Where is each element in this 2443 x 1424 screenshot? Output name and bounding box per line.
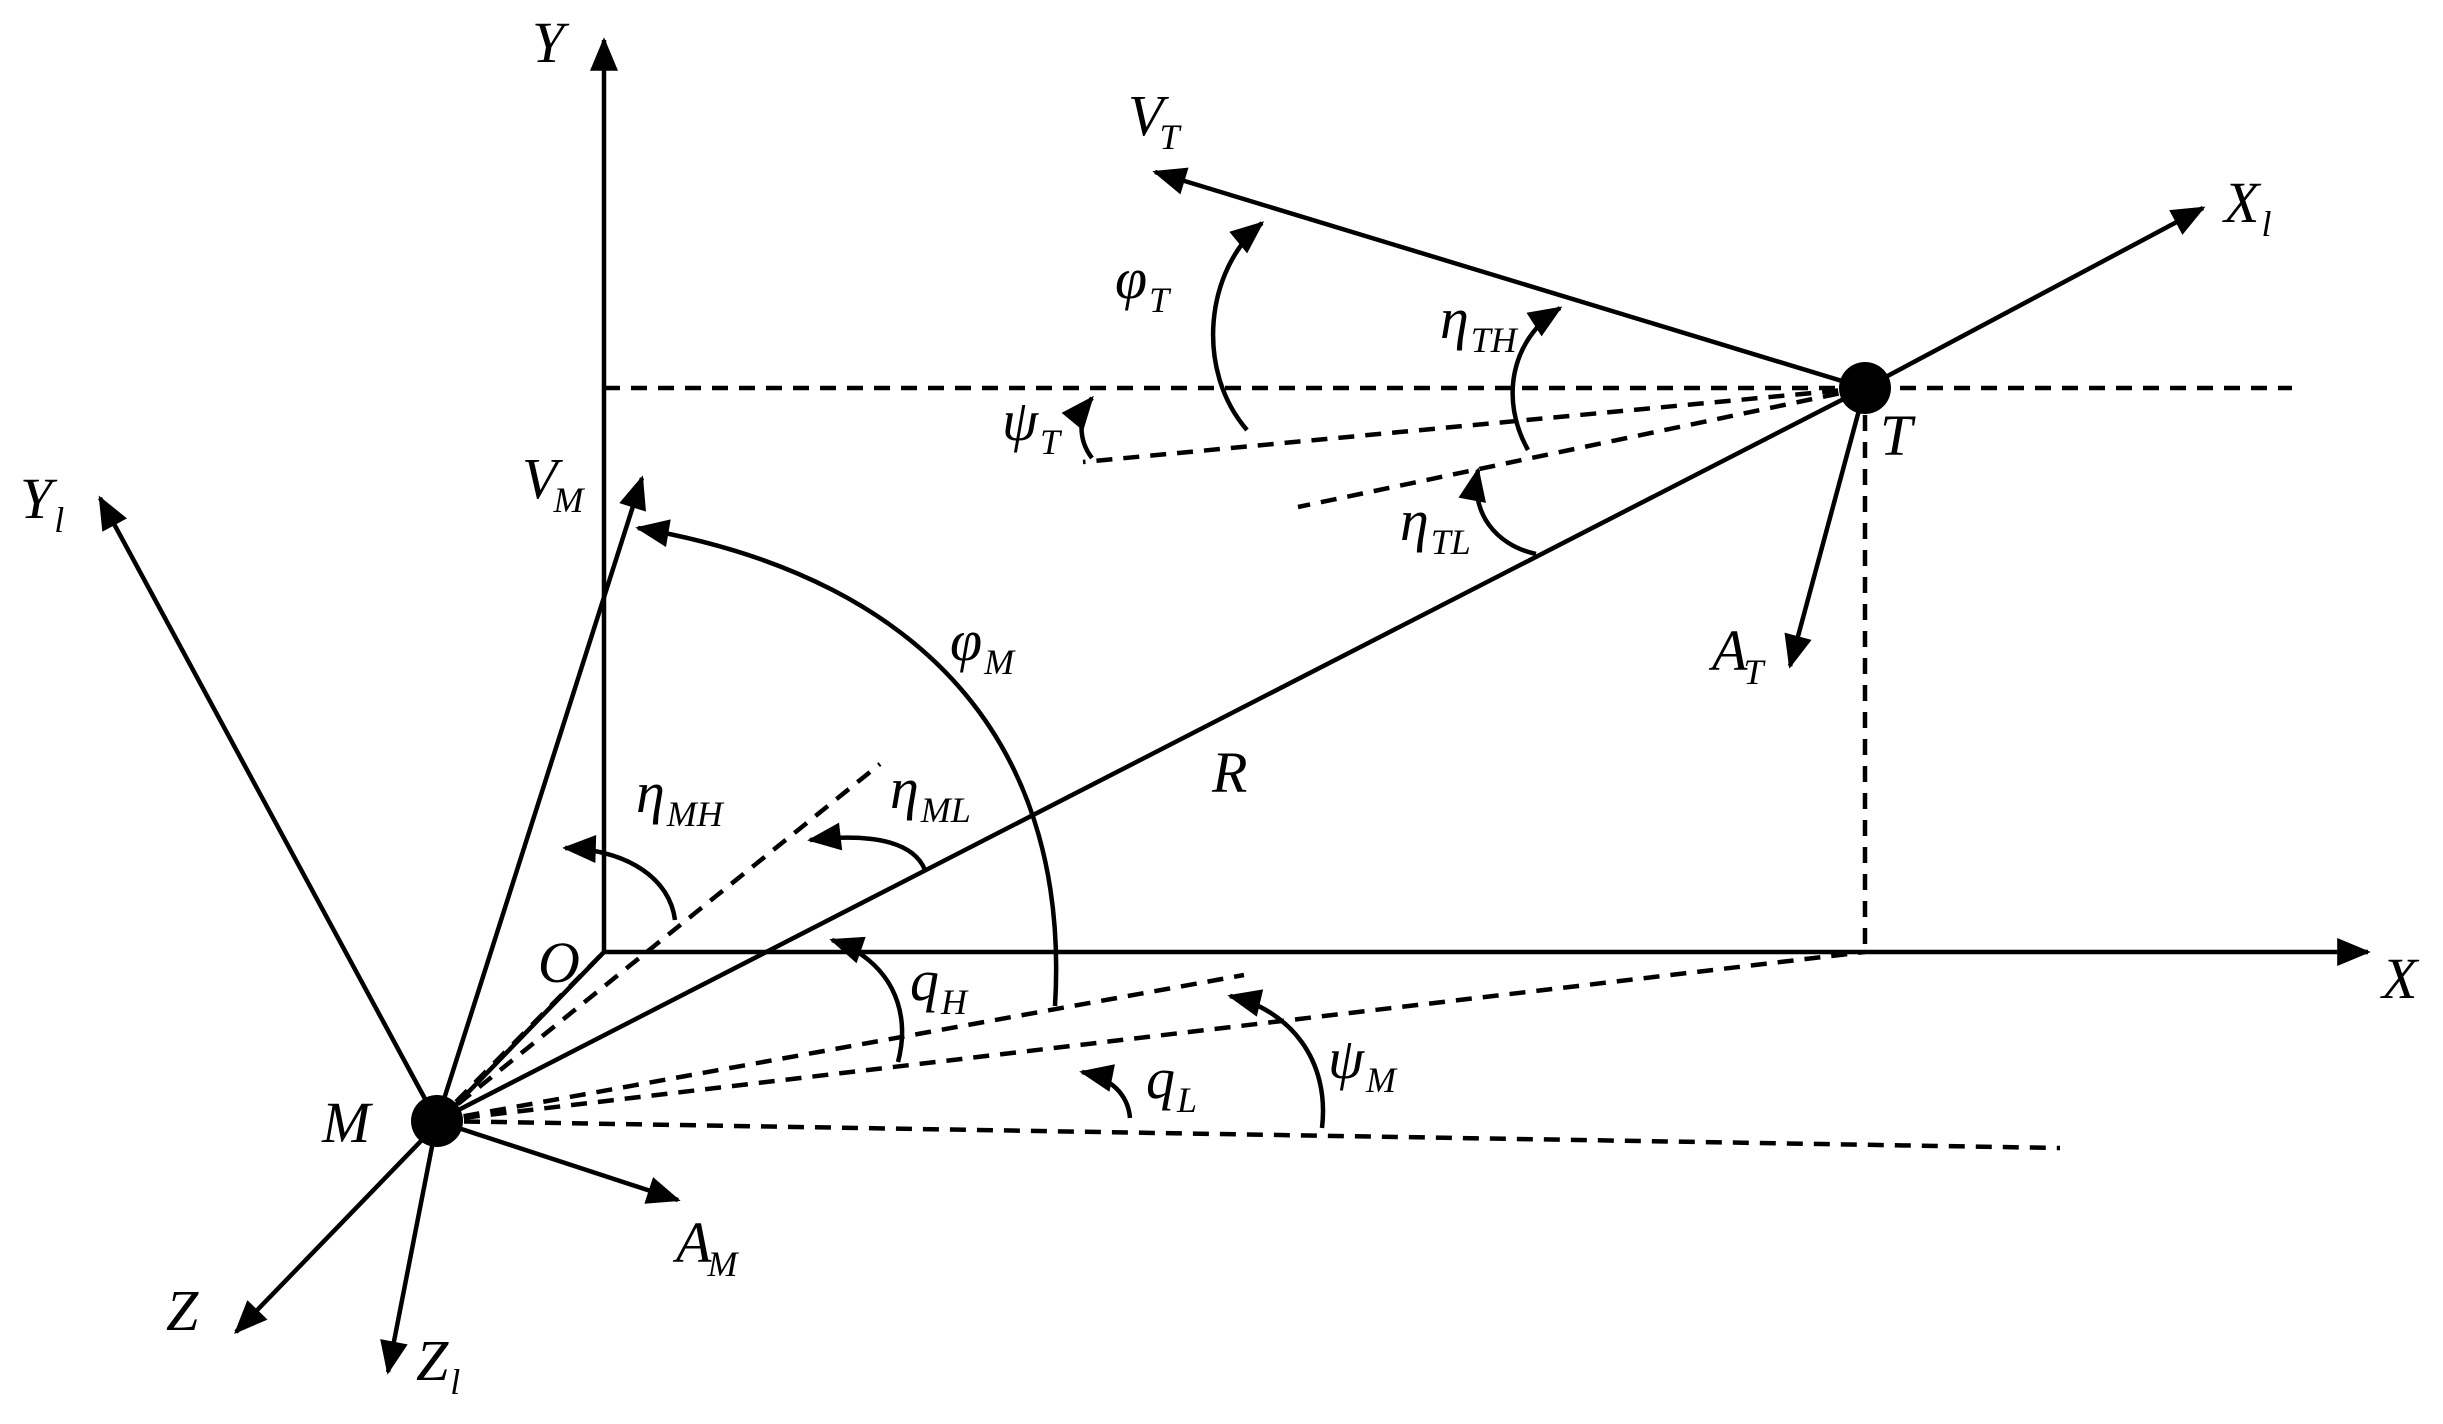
phi-t-arc — [1210, 221, 1265, 432]
eta-th-arc — [1510, 306, 1563, 452]
missile-velocity-vector — [434, 475, 646, 1122]
psi-m-label: ψM — [1328, 1026, 1398, 1100]
missile-acceleration-vector — [436, 1118, 681, 1204]
eta-tl-arc — [1458, 467, 1537, 557]
eta-mh-label: ηMH — [636, 760, 725, 834]
eta-tl-label: ηTL — [1400, 488, 1471, 562]
psi-m-arc — [1227, 989, 1326, 1129]
vm-label: VM — [522, 446, 585, 520]
psi-t-arc — [1061, 395, 1094, 460]
q-h-label: qH — [910, 948, 969, 1022]
t-eta-tl-reference-dashed — [1297, 385, 1866, 510]
zl-label: Zl — [416, 1328, 460, 1402]
eta-ml-arc — [807, 822, 928, 871]
phi-m-label: φM — [950, 608, 1016, 682]
eta-mh-arc — [562, 834, 678, 921]
m-velocity-projection-dashed — [436, 972, 1245, 1124]
q-l-arc — [1079, 1064, 1133, 1119]
eta-th-label: ηTH — [1440, 286, 1519, 360]
m-to-o-dashed — [435, 950, 606, 1123]
m-to-xproj-dashed — [436, 949, 1866, 1124]
q-h-arc — [829, 936, 905, 1063]
missile-point — [411, 1095, 463, 1147]
target-label: T — [1880, 403, 1916, 468]
range-label: R — [1211, 740, 1247, 805]
z-axis — [234, 950, 606, 1335]
target-velocity-vector — [1152, 167, 1866, 391]
target-acceleration-vector — [1784, 387, 1868, 669]
q-l-label: qL — [1146, 1046, 1197, 1120]
yl-label: Yl — [20, 466, 64, 540]
z-axis-label: Z — [166, 1278, 199, 1343]
yl-axis — [98, 495, 439, 1123]
target-point — [1839, 362, 1891, 414]
m-horizontal-dashed — [436, 1118, 2061, 1151]
line-of-sight-r — [435, 385, 1867, 1124]
psi-t-label: ψT — [1002, 388, 1063, 462]
t-velocity-projection-dashed — [1082, 385, 1866, 465]
zl-axis — [380, 1120, 440, 1375]
phi-m-arc — [635, 519, 1059, 1007]
eta-ml-label: ηML — [890, 756, 971, 830]
vt-label: VT — [1128, 83, 1182, 157]
am-label: AM — [672, 1210, 739, 1284]
missile-label: M — [321, 1090, 373, 1155]
xl-axis — [1863, 206, 2206, 390]
phi-t-label: φT — [1115, 246, 1172, 320]
xl-label: Xl — [2222, 170, 2271, 244]
x-axis-label: X — [2380, 946, 2420, 1011]
y-axis-label: Y — [532, 10, 570, 75]
origin-label: O — [538, 930, 580, 995]
at-label: AT — [1708, 618, 1766, 692]
m-eta-mh-reference-dashed — [435, 762, 882, 1123]
